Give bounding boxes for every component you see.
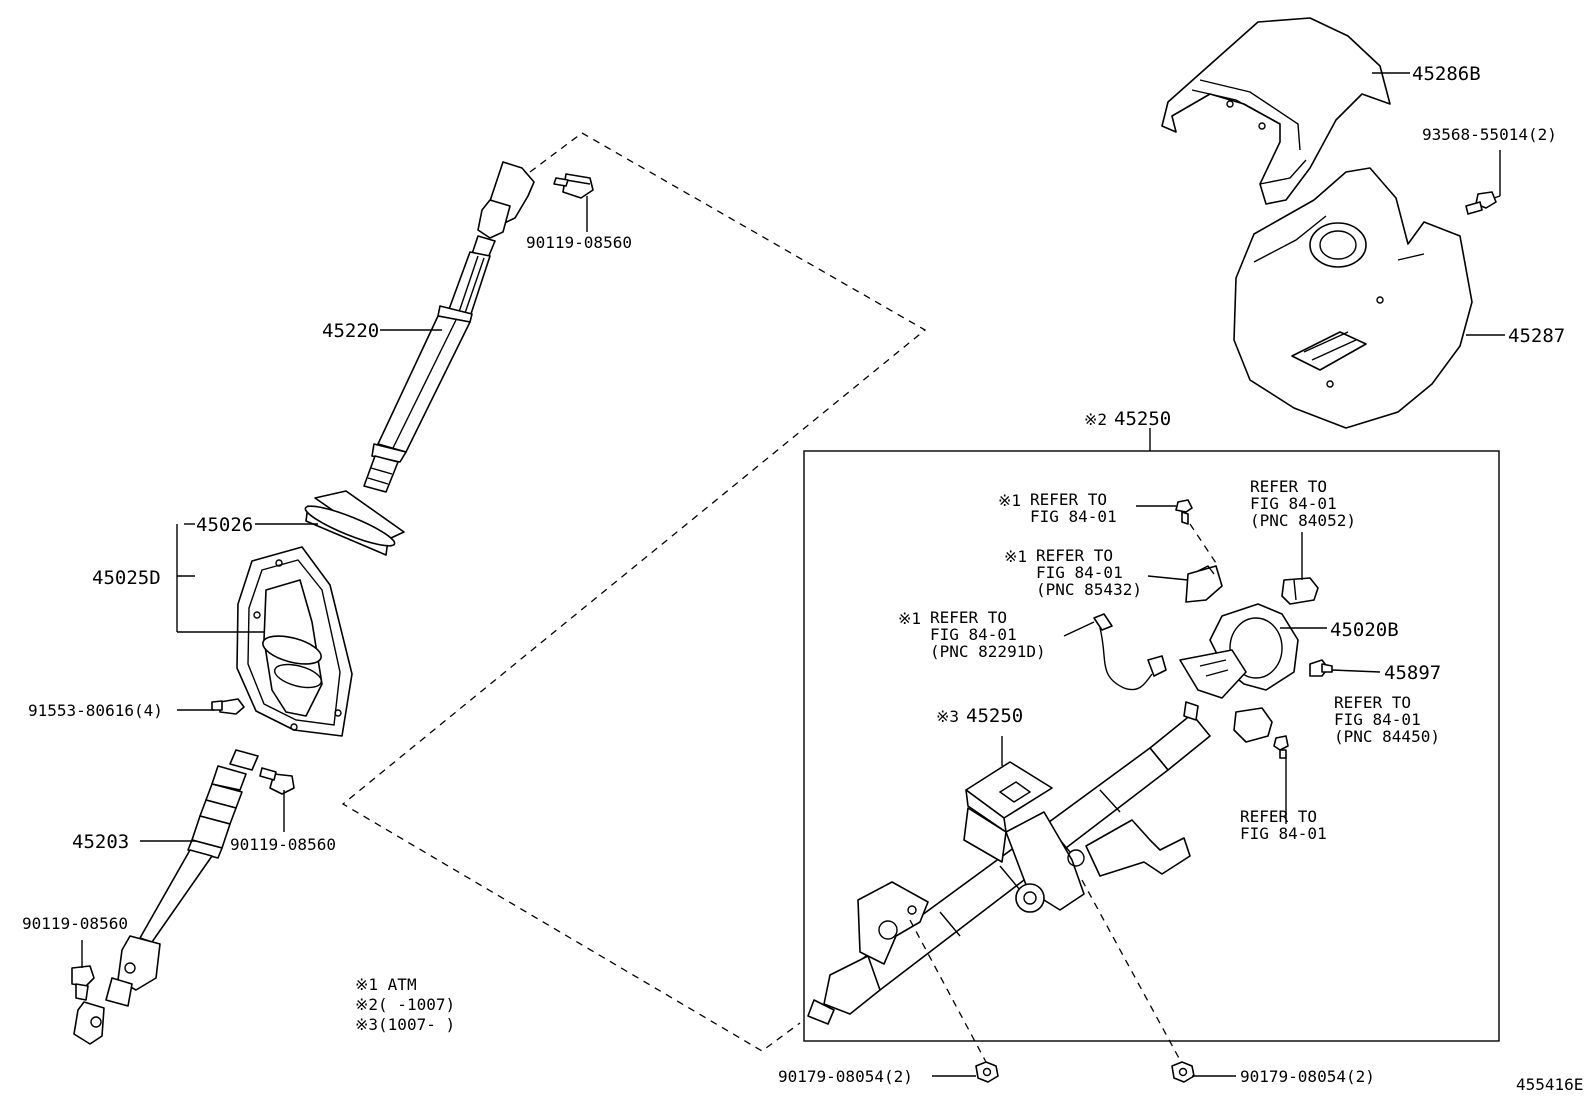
legend-line-1: ※1 ATM: [355, 975, 417, 994]
refer-note-2: ※1 REFER TO FIG 84-01 (PNC 85432): [1004, 546, 1142, 599]
part-45250-steering-column: [807, 701, 1211, 1025]
part-switch-pnc-85432: [1185, 565, 1223, 603]
svg-text:REFER TO: REFER TO: [1030, 490, 1107, 509]
part-45020b-lock-housing: [1179, 603, 1299, 699]
part-45220-intermediate-shaft: [363, 161, 535, 493]
svg-text:REFER TO: REFER TO: [1036, 546, 1113, 565]
part-45025d-column-cover: [236, 546, 353, 737]
svg-text:REFER TO: REFER TO: [1250, 477, 1327, 496]
refer-note-3: ※1 REFER TO FIG 84-01 (PNC 82291D): [898, 608, 1046, 661]
label-45025d: 45025D: [92, 567, 161, 589]
part-screw-93568: [1465, 191, 1497, 215]
legend-line-3: ※3(1007- ): [355, 1015, 455, 1034]
label-45220: 45220: [322, 320, 379, 342]
label-45286b: 45286B: [1412, 63, 1481, 85]
label-45897: 45897: [1384, 662, 1441, 684]
svg-text:FIG 84-01: FIG 84-01: [1334, 710, 1421, 729]
refer-note-5: REFER TO FIG 84-01 (PNC 84450): [1334, 693, 1440, 746]
refer-note-6: REFER TO FIG 84-01: [1240, 807, 1327, 843]
part-nut-90179-left: [975, 1061, 999, 1083]
footnote-legend: ※1 ATM ※2( -1007) ※3(1007- ): [355, 975, 455, 1034]
part-switch-pnc-84450: [1233, 707, 1273, 743]
part-nut-90179-right: [1171, 1061, 1195, 1083]
part-45897-pin: [1309, 659, 1333, 677]
label-45026: 45026: [196, 514, 253, 536]
svg-text:FIG 84-01: FIG 84-01: [1030, 507, 1117, 526]
label-45020b: 45020B: [1330, 619, 1399, 641]
part-screw-refer-6: [1273, 735, 1289, 759]
svg-text:(PNC 82291D): (PNC 82291D): [930, 642, 1046, 661]
label-90119-low: 90119-08560: [22, 914, 128, 933]
label-90179-right: 90179-08054(2): [1240, 1067, 1375, 1086]
part-bolt-90119-low: [71, 965, 95, 1001]
svg-text:※1: ※1: [898, 609, 921, 628]
label-45250-inner: 45250: [966, 705, 1023, 727]
part-wire-pnc-82291d: [1093, 613, 1167, 691]
label-91553: 91553-80616(4): [28, 701, 163, 720]
refer-note-4: REFER TO FIG 84-01 (PNC 84052): [1250, 477, 1356, 530]
label-90119-top: 90119-08560: [526, 233, 632, 252]
leader-lines: [81, 72, 1505, 1077]
part-45026-bearing: [304, 490, 405, 556]
label-45250-top: 45250: [1114, 408, 1171, 430]
diagram-id: 455416E: [1516, 1075, 1583, 1094]
label-93568: 93568-55014(2): [1422, 125, 1557, 144]
mark-assembly-2: ※2: [1084, 410, 1107, 429]
part-45287-lower-cover: [1233, 167, 1473, 429]
label-45203: 45203: [72, 831, 129, 853]
part-bolt-91553: [211, 698, 245, 715]
exploded-view-boundary: [341, 132, 927, 1052]
label-90179-left: 90179-08054(2): [778, 1067, 913, 1086]
part-bolt-90119-mid: [259, 767, 295, 795]
svg-text:(PNC 85432): (PNC 85432): [1036, 580, 1142, 599]
svg-text:※1: ※1: [998, 491, 1021, 510]
refer-note-1: ※1 REFER TO FIG 84-01: [998, 490, 1117, 526]
svg-text:(PNC 84450): (PNC 84450): [1334, 727, 1440, 746]
part-bolt-90119-top: [553, 173, 594, 199]
assembly-45250-box: [803, 450, 1500, 1042]
svg-text:REFER TO: REFER TO: [1334, 693, 1411, 712]
svg-text:※1: ※1: [1004, 547, 1027, 566]
label-90119-mid: 90119-08560: [230, 835, 336, 854]
part-45203-lower-shaft: [73, 749, 259, 1045]
svg-text:(PNC 84052): (PNC 84052): [1250, 511, 1356, 530]
part-sensor-pnc-84052: [1281, 577, 1319, 605]
svg-text:FIG 84-01: FIG 84-01: [930, 625, 1017, 644]
svg-text:FIG 84-01: FIG 84-01: [1250, 494, 1337, 513]
legend-line-2: ※2( -1007): [355, 995, 455, 1014]
svg-text:FIG 84-01: FIG 84-01: [1036, 563, 1123, 582]
svg-text:FIG 84-01: FIG 84-01: [1240, 824, 1327, 843]
label-45287: 45287: [1508, 325, 1565, 347]
part-45286b-upper-cover: [1161, 17, 1391, 205]
part-screw-refer-1: [1175, 499, 1193, 525]
svg-text:REFER TO: REFER TO: [1240, 807, 1317, 826]
svg-text:REFER TO: REFER TO: [930, 608, 1007, 627]
mark-assembly-3: ※3: [936, 707, 959, 726]
